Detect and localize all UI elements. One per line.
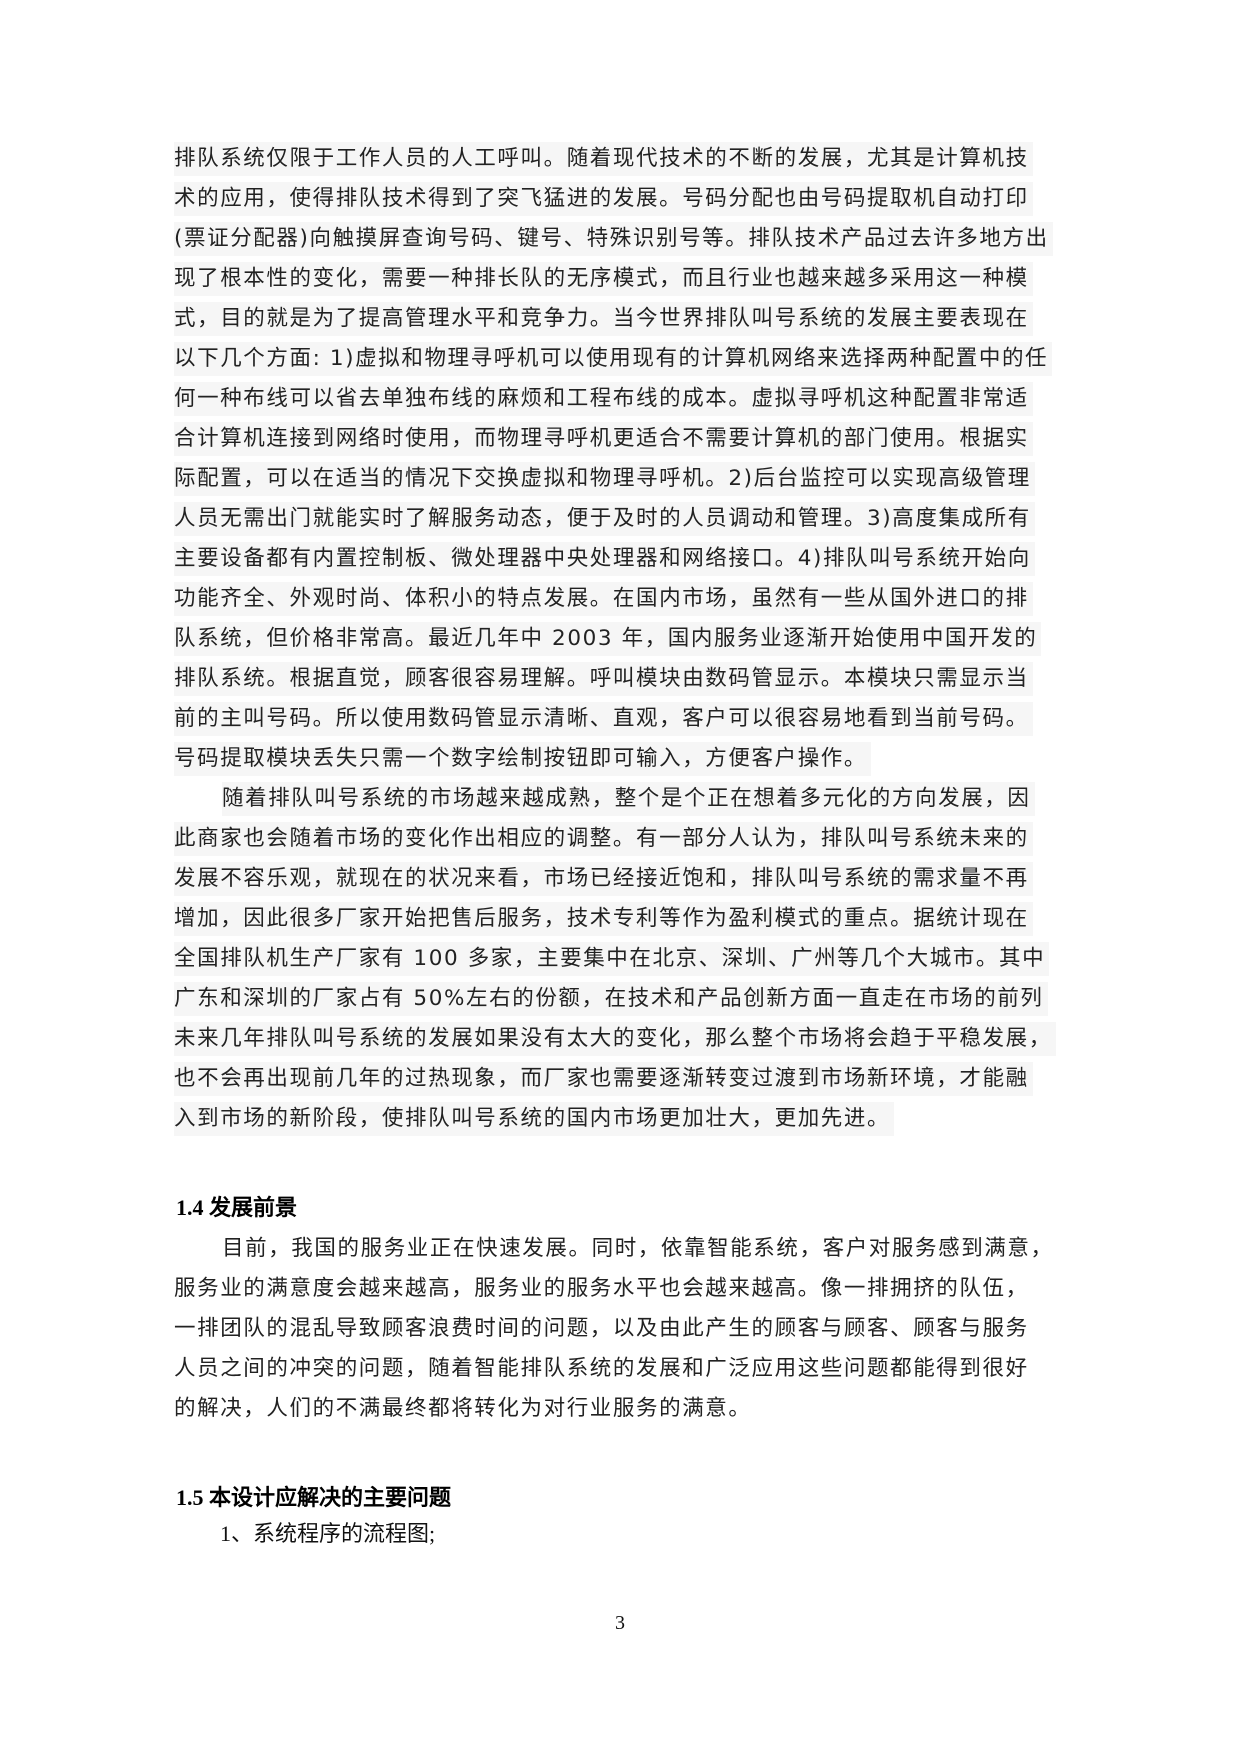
text-line: 前的主叫号码。所以使用数码管显示清晰、直观，客户可以很容易地看到当前号码。 — [174, 702, 1033, 736]
page-number: 3 — [615, 1612, 625, 1634]
text-line: 以下几个方面: 1)虚拟和物理寻呼机可以使用现有的计算机网络来选择两种配置中的任 — [174, 342, 1053, 376]
text-line: 广东和深圳的厂家占有 50%左右的份额，在技术和产品创新方面一直走在市场的前列 — [174, 982, 1048, 1016]
text-line: 际配置，可以在适当的情况下交换虚拟和物理寻呼机。2)后台监控可以实现高级管理 — [174, 462, 1035, 496]
list-item: 1、系统程序的流程图; — [220, 1521, 436, 1546]
text-line: 号码提取模块丢失只需一个数字绘制按钮即可输入，方便客户操作。 — [174, 742, 872, 776]
text-line: 合计算机连接到网络时使用，而物理寻呼机更适合不需要计算机的部门使用。根据实 — [174, 422, 1033, 456]
text-line: 式，目的就是为了提高管理水平和竞争力。当今世界排队叫号系统的发展主要表现在 — [174, 302, 1033, 336]
text-line: 人员无需出门就能实时了解服务动态，便于及时的人员调动和管理。3)高度集成所有 — [174, 502, 1035, 536]
text-line: 全国排队机生产厂家有 100 多家，主要集中在北京、深圳、广州等几个大城市。其中 — [174, 942, 1050, 976]
text-line: 排队系统仅限于工作人员的人工呼叫。随着现代技术的不断的发展，尤其是计算机技 — [174, 142, 1033, 176]
text-line: 主要设备都有内置控制板、微处理器中央处理器和网络接口。4)排队叫号系统开始向 — [174, 542, 1035, 576]
text-line: 未来几年排队叫号系统的发展如果没有太大的变化，那么整个市场将会趋于平稳发展， — [174, 1022, 1056, 1056]
text-line: 排队系统。根据直觉，顾客很容易理解。呼叫模块由数码管显示。本模块只需显示当 — [174, 662, 1033, 696]
text-line: 现了根本性的变化，需要一种排长队的无序模式，而且行业也越来越多采用这一种模 — [174, 262, 1033, 296]
text-line: 也不会再出现前几年的过热现象，而厂家也需要逐渐转变过渡到市场新环境，才能融 — [174, 1062, 1033, 1096]
text-line: 人员之间的冲突的问题，随着智能排队系统的发展和广泛应用这些问题都能得到很好 — [174, 1356, 1029, 1381]
text-line: 发展不容乐观，就现在的状况来看，市场已经接近饱和，排队叫号系统的需求量不再 — [174, 862, 1033, 896]
text-line: 目前，我国的服务业正在快速发展。同时，依靠智能系统，客户对服务感到满意， — [222, 1236, 1054, 1261]
text-line: 功能齐全、外观时尚、体积小的特点发展。在国内市场，虽然有一些从国外进口的排 — [174, 582, 1033, 616]
section-heading-1-5: 1.5 本设计应解决的主要问题 — [176, 1485, 452, 1510]
text-line: 入到市场的新阶段，使排队叫号系统的国内市场更加壮大，更加先进。 — [174, 1102, 895, 1136]
text-line: 术的应用，使得排队技术得到了突飞猛进的发展。号码分配也由号码提取机自动打印 — [174, 182, 1033, 216]
text-line: 队系统，但价格非常高。最近几年中 2003 年，国内服务业逐渐开始使用中国开发的 — [174, 622, 1042, 656]
text-line: 服务业的满意度会越来越高，服务业的服务水平也会越来越高。像一排拥挤的队伍， — [174, 1276, 1029, 1301]
text-line: 的解决，人们的不满最终都将转化为对行业服务的满意。 — [174, 1396, 752, 1421]
text-line: 何一种布线可以省去单独布线的麻烦和工程布线的成本。虚拟寻呼机这种配置非常适 — [174, 382, 1033, 416]
text-line: 增加，因此很多厂家开始把售后服务，技术专利等作为盈利模式的重点。据统计现在 — [174, 902, 1033, 936]
text-line: 随着排队叫号系统的市场越来越成熟，整个是个正在想着多元化的方向发展，因 — [222, 782, 1035, 816]
text-line: (票证分配器)向触摸屏查询号码、键号、特殊识别号等。排队技术产品过去许多地方出 — [174, 222, 1053, 256]
text-line: 一排团队的混乱导致顾客浪费时间的问题，以及由此产生的顾客与顾客、顾客与服务 — [174, 1316, 1029, 1341]
section-heading-1-4: 1.4 发展前景 — [176, 1195, 298, 1220]
text-line: 此商家也会随着市场的变化作出相应的调整。有一部分人认为，排队叫号系统未来的 — [174, 822, 1033, 856]
